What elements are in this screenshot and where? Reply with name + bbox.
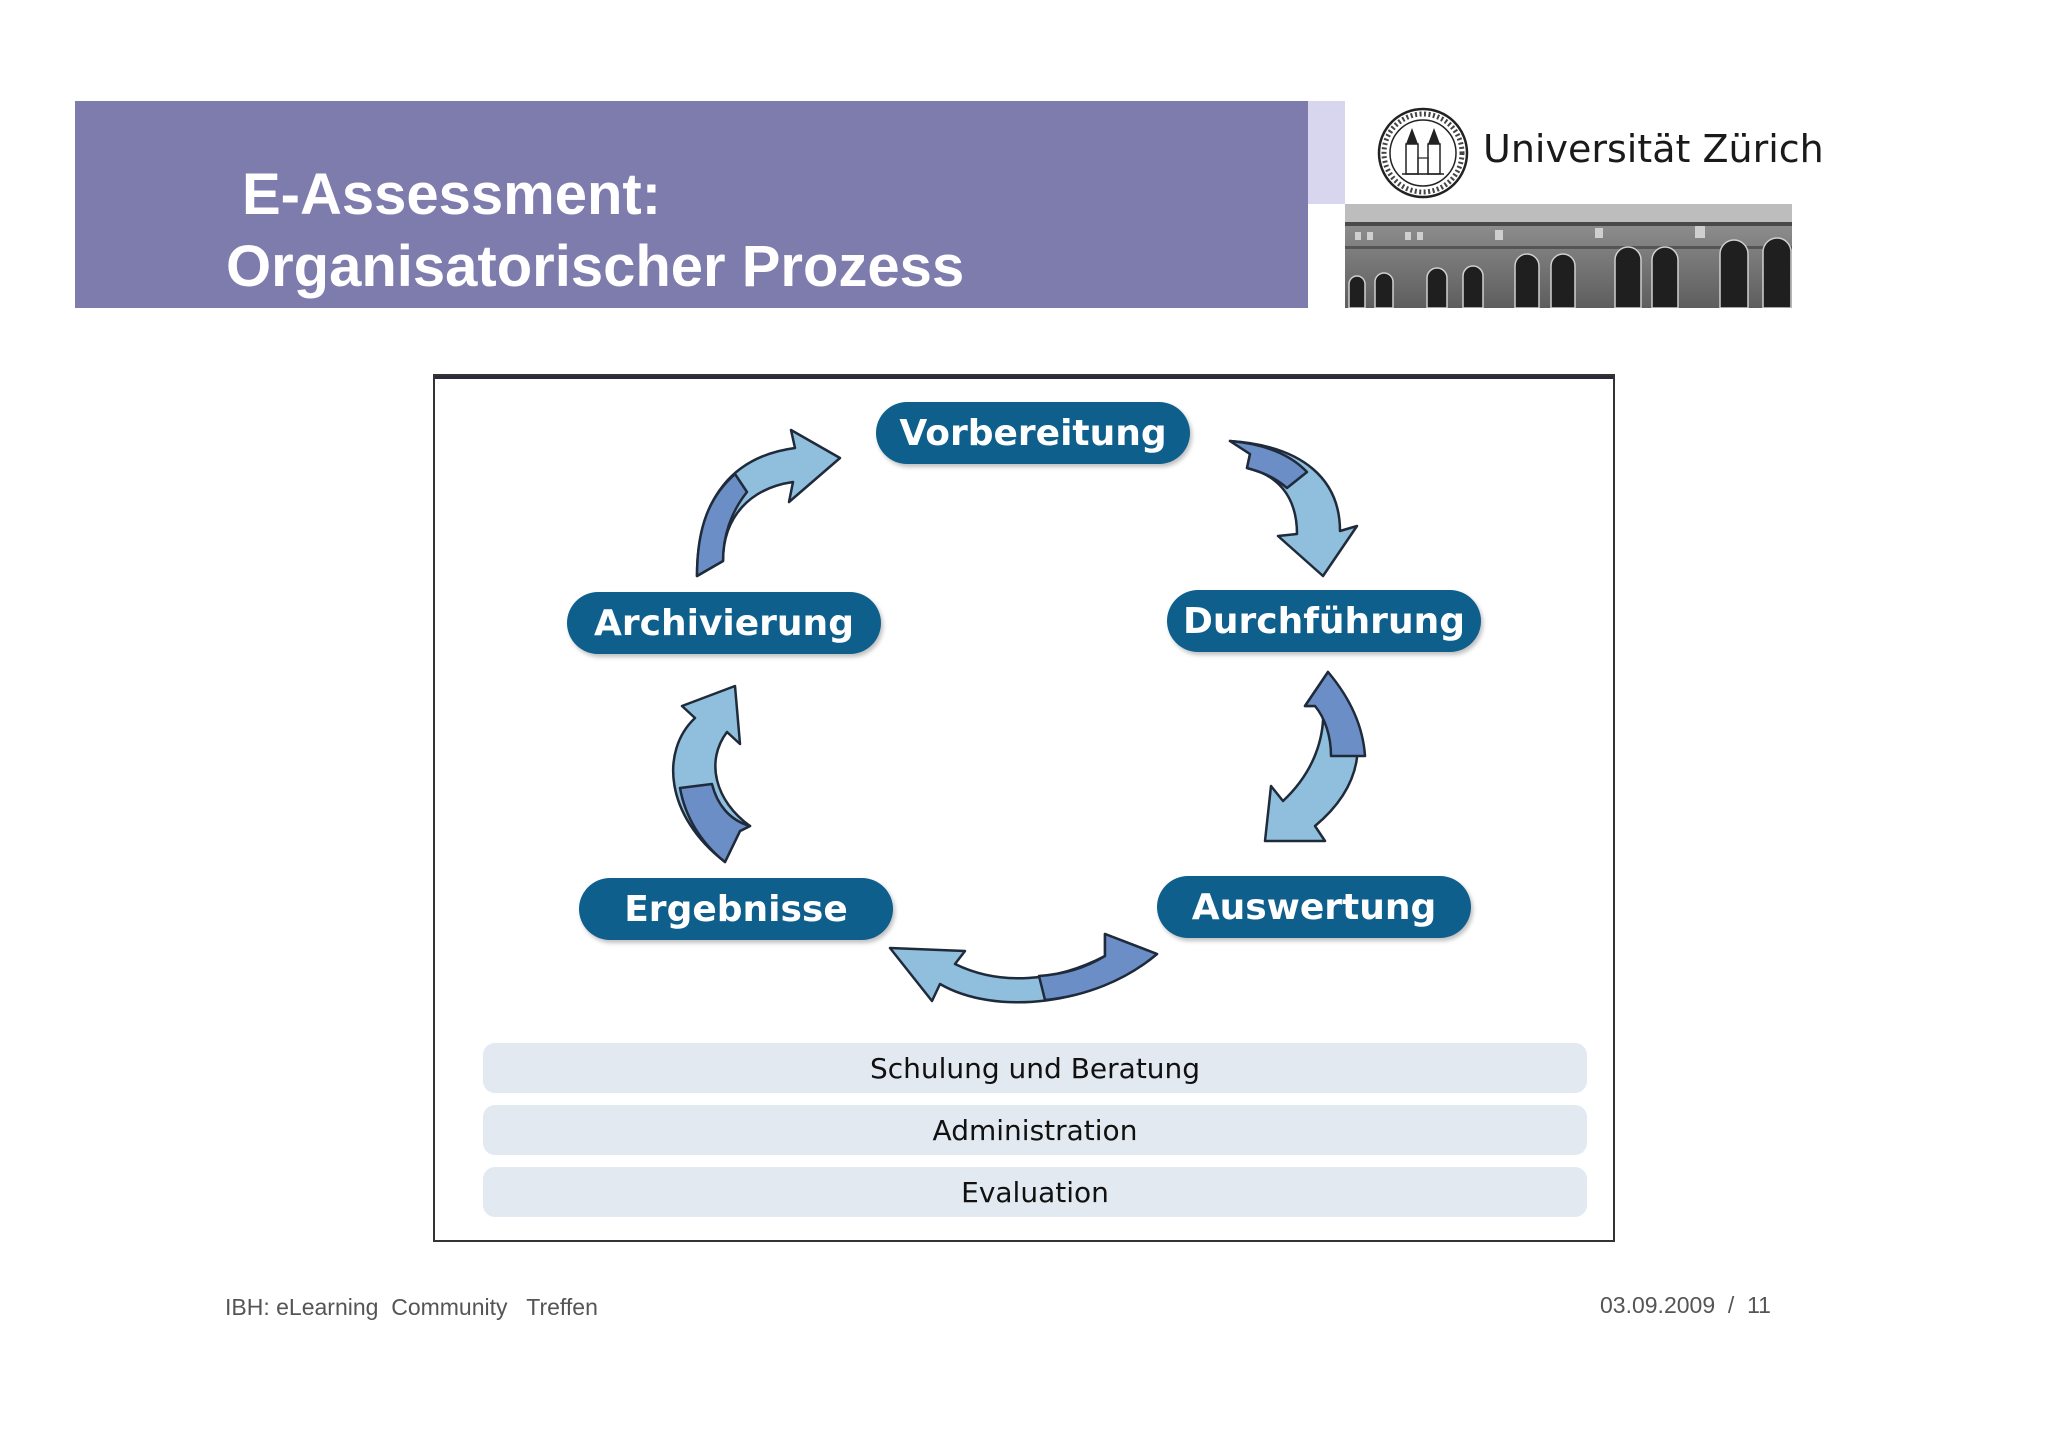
university-building-photo xyxy=(1345,204,1792,308)
process-diagram: Vorbereitung Durchführung Auswertung Erg… xyxy=(433,374,1615,1242)
accent-block xyxy=(1308,101,1345,204)
arrow-vorbereitung-to-durchfuehrung xyxy=(1228,439,1359,578)
cycle-arrows xyxy=(671,428,1367,1004)
support-bar-evaluation: Evaluation xyxy=(483,1167,1587,1217)
stage-durchfuehrung: Durchführung xyxy=(1167,590,1481,652)
arrow-auswertung-to-ergebnisse xyxy=(888,932,1159,1004)
arrow-archivierung-to-vorbereitung xyxy=(695,428,842,578)
title-band xyxy=(75,101,1308,308)
arrow-durchfuehrung-to-auswertung xyxy=(1263,670,1367,843)
slide-title: E-Assessment: xyxy=(242,162,662,227)
stage-archivierung: Archivierung xyxy=(567,592,881,654)
stage-ergebnisse: Ergebnisse xyxy=(579,878,893,940)
footer-date-page: 03.09.2009 / 11 xyxy=(1600,1292,1771,1318)
university-name: Universität Zürich xyxy=(1483,127,1824,171)
support-bar-administration: Administration xyxy=(483,1105,1587,1155)
support-bar-schulung: Schulung und Beratung xyxy=(483,1043,1587,1093)
footer-event: IBH: eLearning Community Treffen xyxy=(225,1294,598,1320)
arrow-ergebnisse-to-archivierung xyxy=(671,684,752,864)
slide-subtitle: Organisatorischer Prozess xyxy=(226,234,965,299)
stage-auswertung: Auswertung xyxy=(1157,876,1471,938)
stage-vorbereitung: Vorbereitung xyxy=(876,402,1190,464)
university-seal-icon xyxy=(1377,107,1469,199)
